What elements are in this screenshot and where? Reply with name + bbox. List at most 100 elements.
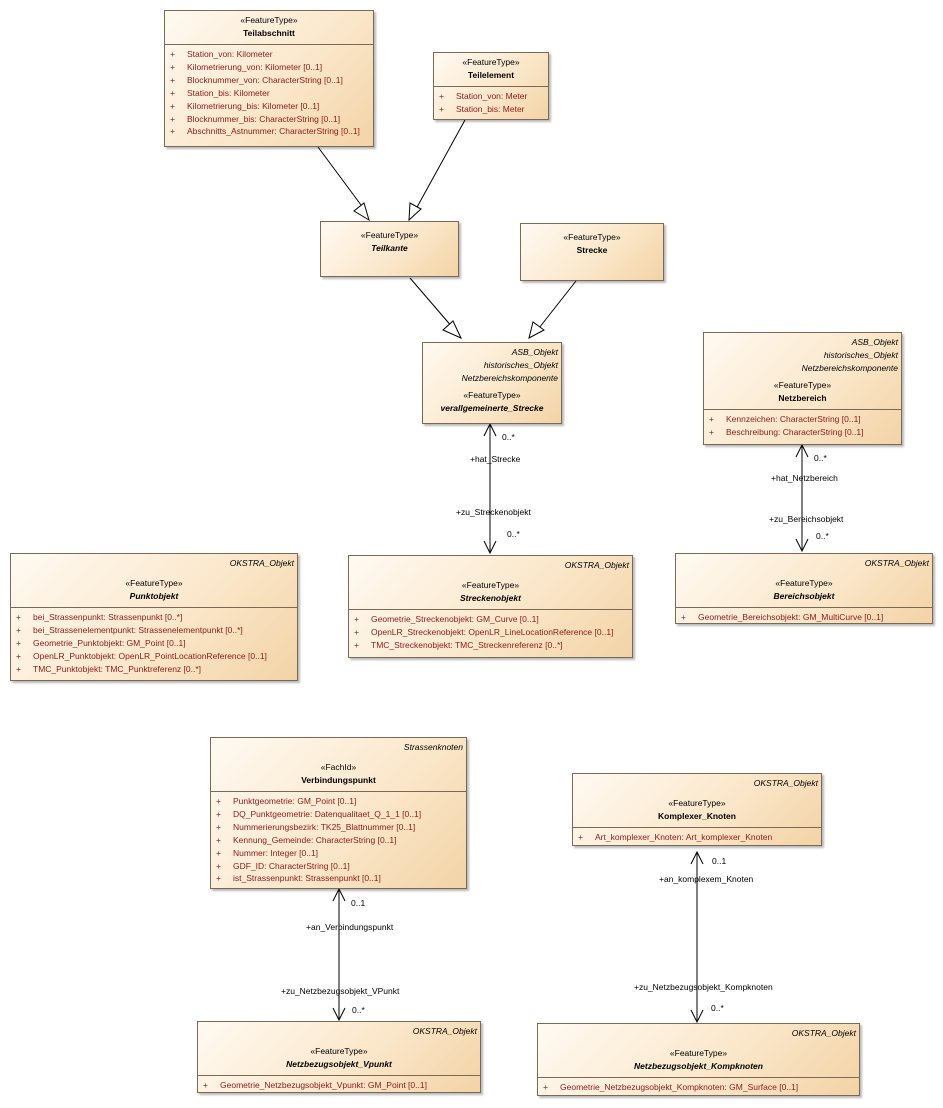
multiplicity-label: 0..* [814,453,827,463]
generalization-arrowhead [528,321,545,339]
role-label: +an_komplexem_Knoten [659,874,754,884]
class-punktobjekt[interactable]: OKSTRA_Objekt «FeatureType» Punktobjekt … [10,553,298,681]
tagged-value: Strassenknoten [403,742,463,752]
class-name: verallgemeinerte_Strecke [440,403,544,413]
class-netzbezugsobjekt-kompknoten[interactable]: OKSTRA_Objekt «FeatureType» Netzbezugsob… [537,1023,860,1096]
attribute: +Geometrie_Streckenobjekt: GM_Curve [0..… [354,614,539,624]
class-komplexer-knoten[interactable]: OKSTRA_Objekt «FeatureType» Komplexer_Kn… [572,773,822,846]
navigability-arrowhead [690,850,704,865]
role-label: +an_Verbindungspunkt [306,922,394,932]
role-label: +hat_Strecke [470,454,521,464]
attribute-list: +bei_Strassenpunkt: Strassenpunkt [0..*]… [11,607,297,679]
generalization-teilabschnitt-teilkante[interactable] [317,146,365,210]
attribute: +Geometrie_Punktobjekt: GM_Point [0..1] [16,637,186,648]
tagged-value: Netzbereichskomponente [461,373,558,383]
generalization-arrowhead [408,202,422,222]
attribute-list: +Art_komplexer_Knoten: Art_komplexer_Kno… [573,827,821,847]
attribute: +Abschnitts_Astnummer: CharacterString [… [170,126,360,137]
stereotype: «FeatureType» [125,578,183,588]
attribute: +Station_bis: Meter [439,103,525,114]
class-teilkante[interactable]: «FeatureType» Teilkante [320,221,459,277]
attribute: +OpenLR_Streckenobjekt: OpenLR_LineLocat… [354,626,614,637]
class-verallgemeinerte-strecke[interactable]: ASB_Objekt historisches_Objekt Netzberei… [422,342,562,424]
stereotype: «FeatureType» [360,230,419,240]
attribute: +Kilometrierung_von: Kilometer [0..1] [170,61,323,72]
stereotype: «FeatureType» [310,1046,368,1056]
attribute: +Nummer: Integer [0..1] [216,847,319,858]
tagged-value: OKSTRA_Objekt [229,558,294,568]
attribute: +ist_Strassenpunkt: Strassenpunkt [0..1] [216,873,381,884]
class-name: Strecke [576,245,608,255]
attribute: +Blocknummer_bis: CharacterString [0..1] [170,113,341,124]
navigability-arrowhead [332,887,346,902]
class-name: Bereichsobjekt [773,591,835,601]
attribute: +Blocknummer_von: CharacterString [0..1] [170,74,343,85]
class-name: Teilabschnitt [243,28,295,38]
tagged-value: OKSTRA_Objekt [864,558,929,568]
class-teilabschnitt[interactable]: «FeatureType» Teilabschnitt +Station_von… [164,10,374,147]
role-label: +zu_Streckenobjekt [456,507,531,517]
attribute-list: +Geometrie_Bereichsobjekt: GM_MultiCurve… [676,607,932,627]
attribute: +Geometrie_Bereichsobjekt: GM_MultiCurve… [681,612,884,622]
tagged-value: historisches_Objekt [483,360,558,370]
class-name: Teilkante [371,243,408,253]
class-strecke[interactable]: «FeatureType» Strecke [520,223,664,281]
attribute: +Kennung_Gemeinde: CharacterString [0..1… [216,834,397,845]
stereotype: «FeatureType» [563,232,621,242]
class-bereichsobjekt[interactable]: OKSTRA_Objekt «FeatureType» Bereichsobje… [675,553,933,624]
generalization-strecke-verallgemeinerte[interactable] [538,280,577,329]
attribute: +Geometrie_Netzbezugsobjekt_Vpunkt: GM_P… [203,1080,427,1090]
stereotype: «FeatureType» [463,390,521,400]
stereotype: «FachId» [320,762,357,772]
class-name: Streckenobjekt [460,593,521,603]
attribute-list: +Kennzeichen: CharacterString [0..1] +Be… [704,409,901,442]
attribute: +Station_bis: Kilometer [170,87,270,98]
attribute: +OpenLR_Punktobjekt: OpenLR_PointLocatio… [16,650,267,661]
role-label: +zu_Netzbezugsobjekt_Kompknoten [634,982,773,992]
class-netzbezugsobjekt-vpunkt[interactable]: OKSTRA_Objekt «FeatureType» Netzbezugsob… [197,1021,481,1093]
attribute: +Art_komplexer_Knoten: Art_komplexer_Kno… [578,832,773,842]
stereotype: «FeatureType» [240,15,298,25]
multiplicity-label: 0..1 [712,856,727,866]
generalization-teilelement-teilkante[interactable] [415,119,466,210]
role-label: +hat_Netzbereich [771,473,838,483]
multiplicity-label: 0..* [711,1003,724,1013]
attribute-list: +Station_von: Meter +Station_bis: Meter [434,86,548,119]
class-name: Komplexer_Knoten [658,811,736,821]
navigability-arrowhead [483,540,497,555]
stereotype: «FeatureType» [668,798,726,808]
class-streckenobjekt[interactable]: OKSTRA_Objekt «FeatureType» Streckenobje… [348,555,633,658]
class-netzbereich[interactable]: ASB_Objekt historisches_Objekt Netzberei… [703,332,902,445]
tagged-value: OKSTRA_Objekt [564,560,629,570]
attribute-list: +Geometrie_Netzbezugsobjekt_Kompknoten: … [538,1077,859,1097]
attribute: +Geometrie_Netzbezugsobjekt_Kompknoten: … [543,1082,799,1092]
navigability-arrowhead [690,1009,704,1024]
tagged-value: Netzbereichskomponente [801,363,898,373]
stereotype: «FeatureType» [775,578,833,588]
stereotype: «FeatureType» [669,1048,728,1058]
multiplicity-label: 0..* [507,529,520,539]
tagged-value: OKSTRA_Objekt [791,1028,856,1038]
class-verbindungspunkt[interactable]: Strassenknoten «FachId» Verbindungspunkt… [210,737,467,889]
navigability-arrowhead [795,443,809,458]
multiplicity-label: 0..* [352,1005,365,1015]
attribute: +Kilometrierung_bis: Kilometer [0..1] [170,100,320,111]
attribute-list: +Geometrie_Netzbezugsobjekt_Vpunkt: GM_P… [198,1075,480,1095]
attribute: +bei_Strassenelementpunkt: Strasseneleme… [16,624,243,635]
attribute-list: +Geometrie_Streckenobjekt: GM_Curve [0..… [349,609,632,655]
attribute-list: +Station_von: Kilometer +Kilometrierung_… [165,44,373,141]
attribute: +Beschreibung: CharacterString [0..1] [709,426,864,437]
multiplicity-label: 0..* [502,432,515,442]
class-name: Netzbezugsobjekt_Kompknoten [634,1061,763,1071]
attribute: +TMC_Punktobjekt: TMC_Punktreferenz [0..… [16,663,202,674]
generalization-teilkante-verallgemeinerte[interactable] [409,277,454,329]
tagged-value: ASB_Objekt [851,337,898,347]
tagged-value: OKSTRA_Objekt [412,1026,477,1036]
multiplicity-label: 0..1 [351,898,366,908]
role-label: +zu_Netzbezugsobjekt_VPunkt [281,986,400,996]
class-teilelement[interactable]: «FeatureType» Teilelement +Station_von: … [433,52,549,120]
class-name: Punktobjekt [129,591,179,601]
role-label: +zu_Bereichsobjekt [769,514,844,524]
